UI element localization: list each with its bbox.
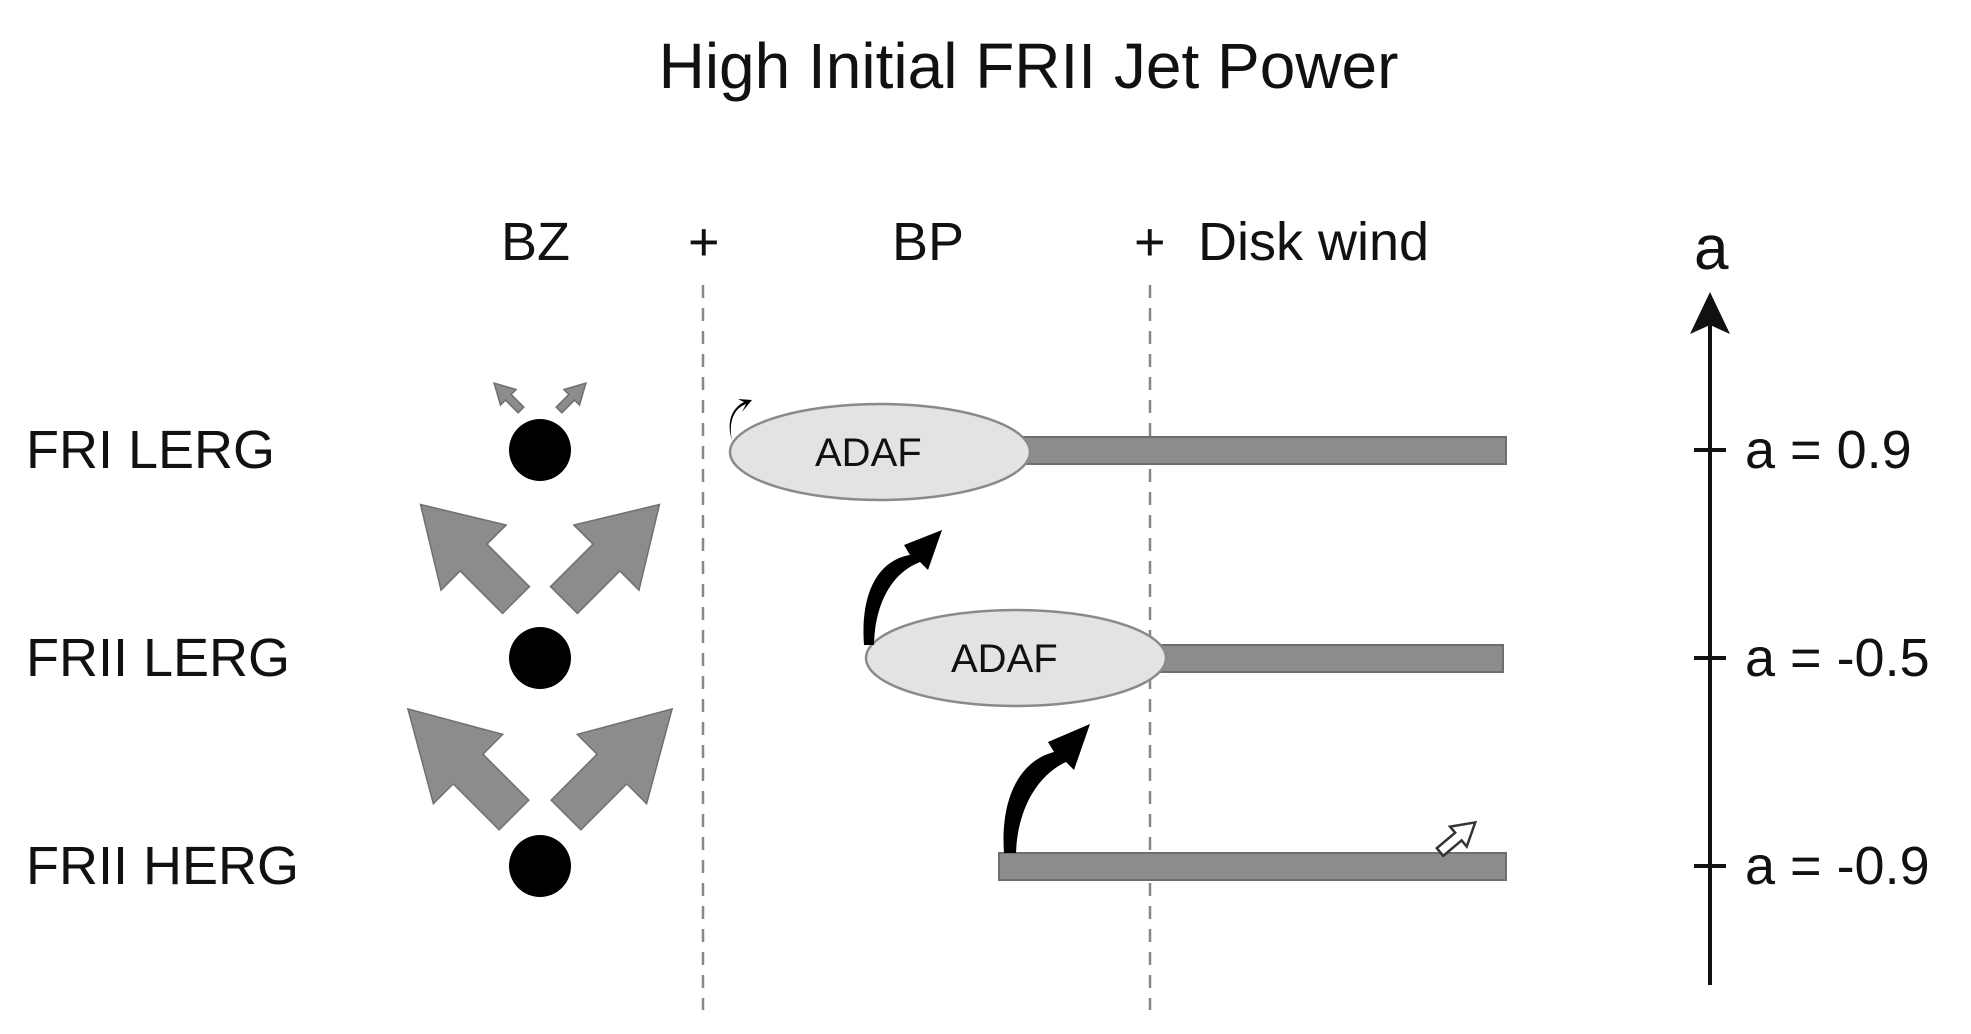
transition-arrow-frii-lerg-to-fri-lerg <box>863 530 942 645</box>
bz-jet-arrows-frii-lerg <box>419 503 661 615</box>
adaf-label-fri-lerg: ADAF <box>815 431 922 475</box>
disk-bar-frii-herg <box>998 852 1507 881</box>
bz-jet-arrows-fri-lerg <box>493 382 587 414</box>
header-plus-1: + <box>688 212 720 272</box>
disk-bar-frii-lerg <box>1147 644 1504 673</box>
row-label-fri-lerg: FRI LERG <box>26 420 276 480</box>
row-label-frii-lerg: FRII LERG <box>26 628 291 688</box>
black-hole-frii-herg <box>509 835 571 897</box>
bp-curl-arrow-fri-lerg <box>729 399 752 440</box>
header-bp: BP <box>892 212 965 272</box>
black-hole-frii-lerg <box>509 627 571 689</box>
spin-value-frii-herg: a = -0.9 <box>1745 836 1930 896</box>
header-plus-2: + <box>1134 212 1166 272</box>
spin-value-fri-lerg: a = 0.9 <box>1745 420 1912 480</box>
adaf-ellipse-frii-lerg <box>864 608 1168 708</box>
transition-arrow-frii-herg-to-frii-lerg <box>1003 724 1090 853</box>
disk-wind-arrow-icon <box>1435 820 1478 858</box>
black-hole-fri-lerg <box>509 419 571 481</box>
disk-bar-fri-lerg <box>1009 436 1507 465</box>
row-label-frii-herg: FRII HERG <box>26 836 300 896</box>
header-disk-wind: Disk wind <box>1198 212 1430 272</box>
spin-axis-arrowhead <box>1690 292 1730 334</box>
bz-jet-arrows-frii-herg <box>406 707 674 831</box>
spin-axis-label: a <box>1694 214 1729 283</box>
adaf-label-frii-lerg: ADAF <box>951 637 1058 681</box>
diagram-title: High Initial FRII Jet Power <box>658 30 1399 102</box>
spin-value-frii-lerg: a = -0.5 <box>1745 628 1930 688</box>
adaf-ellipse-fri-lerg <box>728 402 1032 502</box>
header-bz: BZ <box>501 212 571 272</box>
